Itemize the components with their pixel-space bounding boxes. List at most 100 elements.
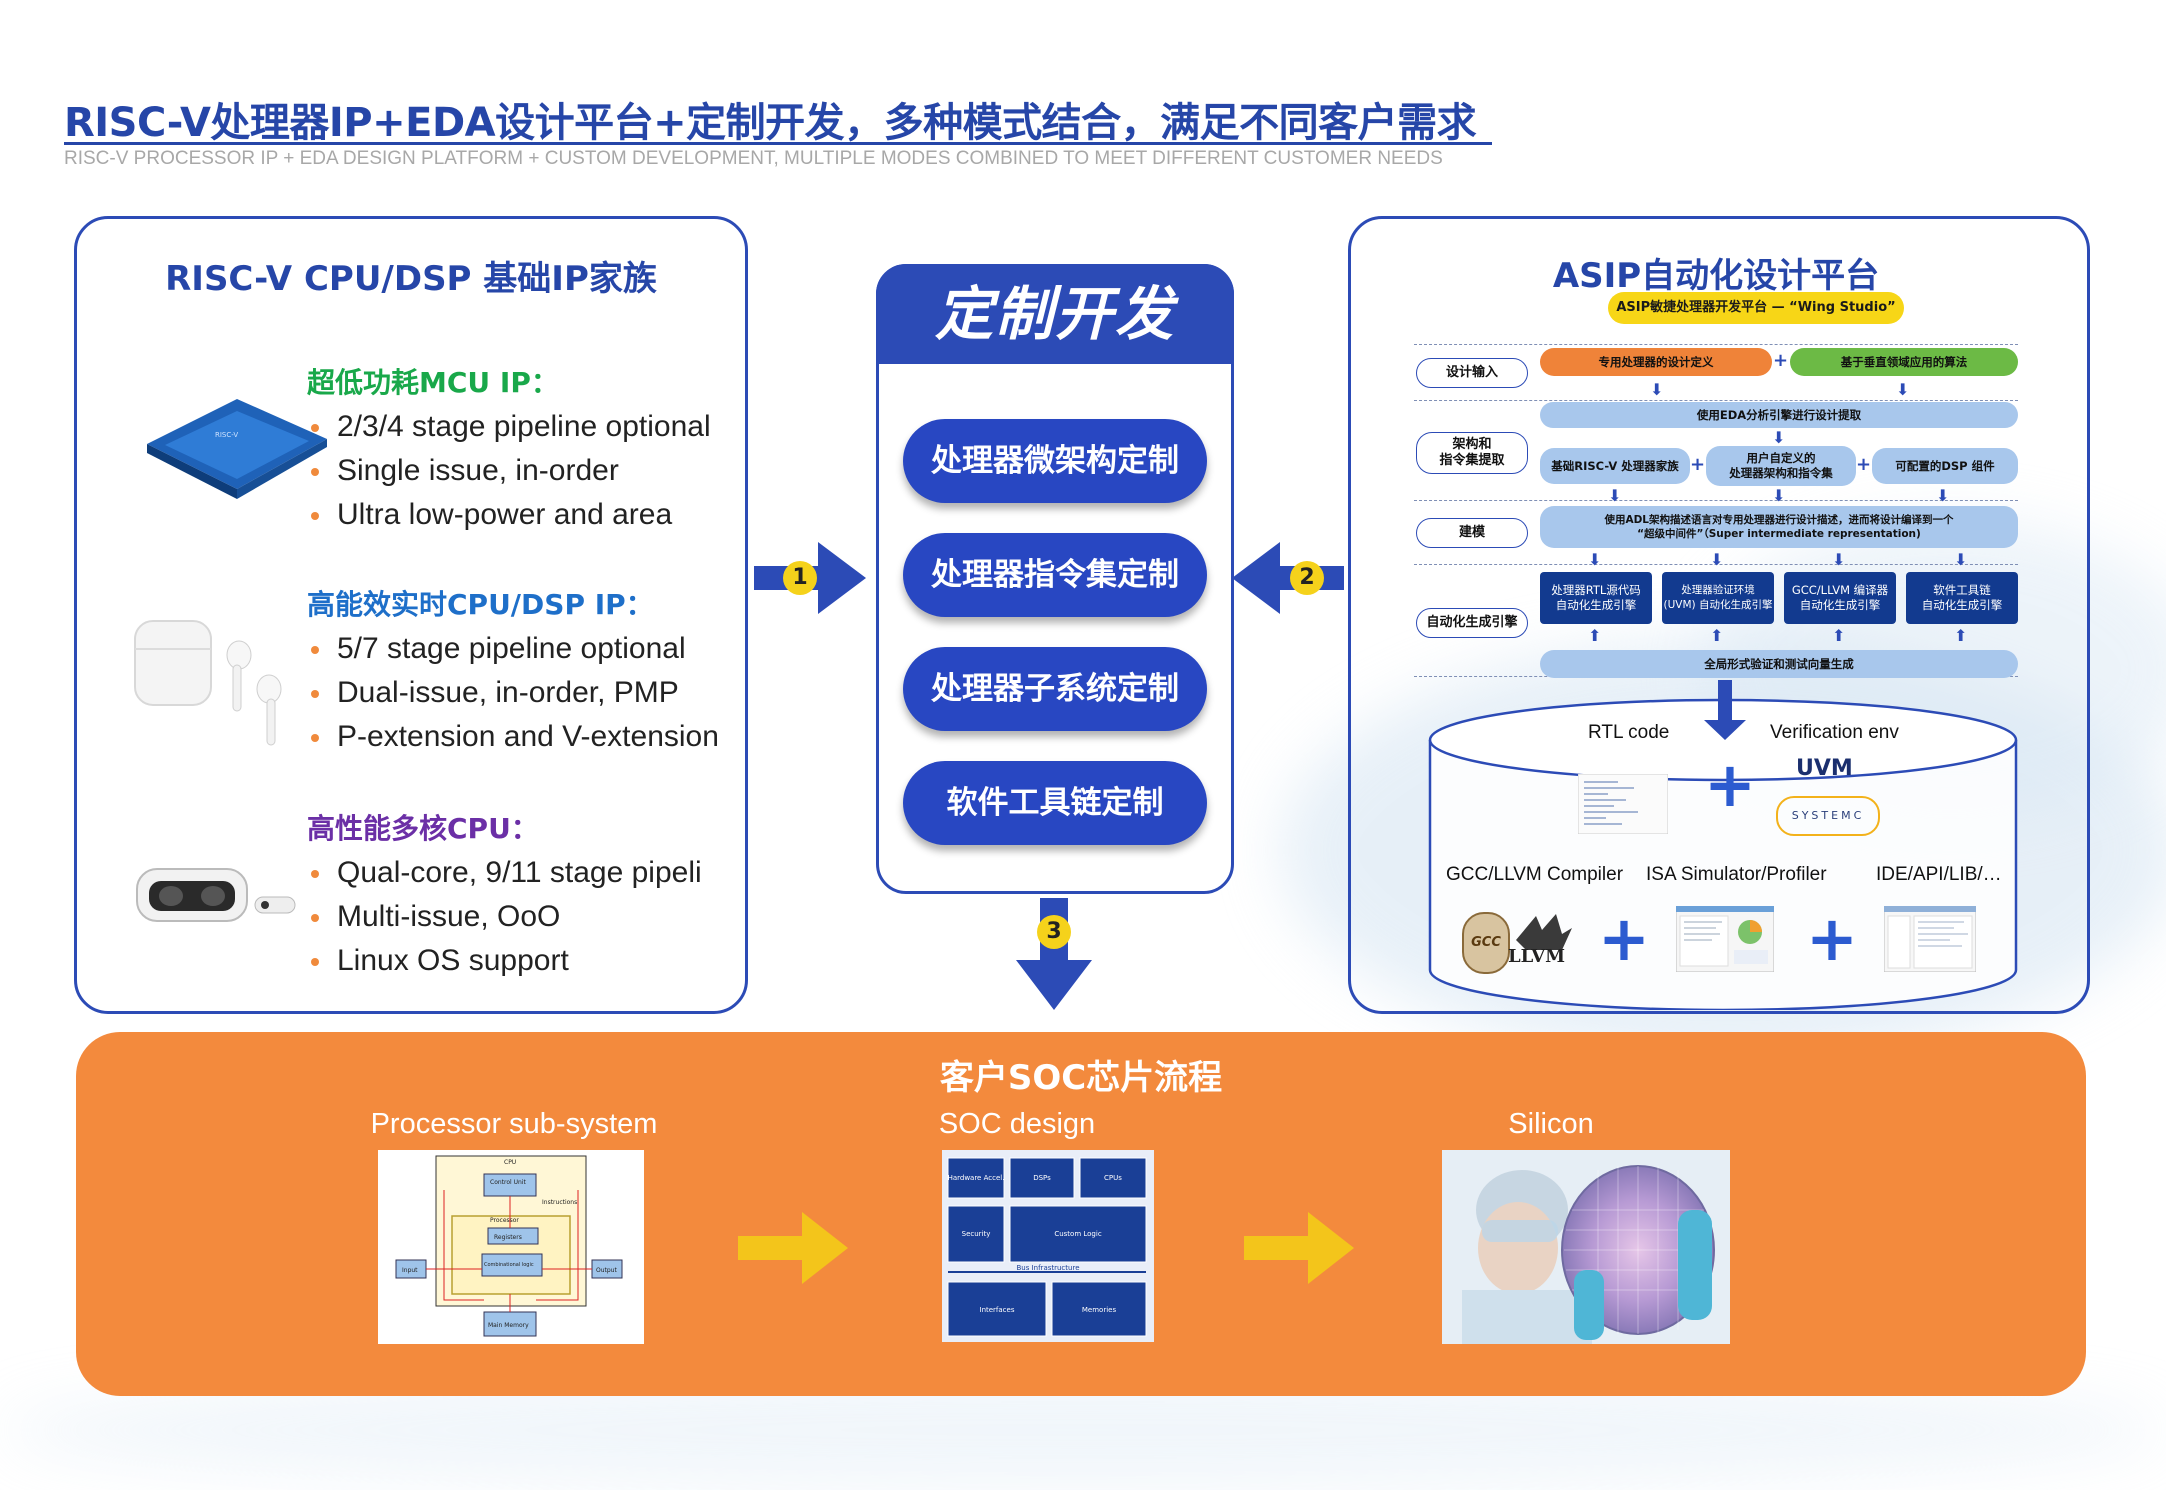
arrow-down-icon: ⬇ bbox=[1896, 380, 1910, 399]
arrow-down-icon: ⬇ bbox=[1608, 486, 1622, 505]
code-screenshot-icon bbox=[1578, 774, 1668, 834]
ide-label: IDE/API/LIB/… bbox=[1876, 864, 2002, 885]
diagram-label-control-unit: Control Unit bbox=[490, 1179, 526, 1186]
toolchain-customization-button[interactable]: 软件工具链定制 bbox=[903, 761, 1207, 845]
list-item: Dual-issue, in-order, PMP bbox=[307, 671, 719, 715]
mcu-ip-features: 2/3/4 stage pipeline optional Single iss… bbox=[307, 405, 711, 537]
page-subtitle: RISC-V PROCESSOR IP + EDA DESIGN PLATFOR… bbox=[64, 148, 1443, 169]
soc-design-art: Hardware Accel. DSPs CPUs Security Custo… bbox=[947, 1157, 1147, 1337]
row-label-design-input: 设计输入 bbox=[1416, 358, 1528, 388]
soc-flow-title: 客户SOC芯片流程 bbox=[939, 1058, 1223, 1098]
user-defined-arch-box: 用户自定义的 处理器架构和指令集 bbox=[1706, 446, 1856, 486]
ip-family-panel: RISC-V CPU/DSP 基础IP家族 RISC-V 超低功耗MCU IP：… bbox=[74, 216, 748, 1014]
arrow-down-icon: ⬇ bbox=[1772, 486, 1786, 505]
soc-block-memories: Memories bbox=[1082, 1306, 1117, 1314]
chip-icon: RISC-V bbox=[147, 399, 327, 499]
domain-algorithm-box: 基于垂直领域应用的算法 bbox=[1790, 348, 2018, 376]
wafer-art bbox=[1442, 1150, 1730, 1344]
diagram-label-output: Output bbox=[596, 1267, 617, 1274]
design-definition-box: 专用处理器的设计定义 bbox=[1540, 348, 1772, 376]
multicore-cpu-features: Qual-core, 9/11 stage pipeli Multi-issue… bbox=[307, 851, 702, 983]
soc-design-diagram: Hardware Accel. DSPs CPUs Security Custo… bbox=[942, 1150, 1154, 1342]
list-item: 2/3/4 stage pipeline optional bbox=[307, 405, 711, 449]
arrow-right-icon bbox=[738, 1212, 848, 1284]
arrow-up-icon: ⬆ bbox=[1588, 626, 1602, 645]
list-item: Linux OS support bbox=[307, 939, 702, 983]
svg-text:RISC-V: RISC-V bbox=[215, 431, 238, 439]
row-label-arch-extract: 架构和 指令集提取 bbox=[1416, 432, 1528, 474]
soc-block-security: Security bbox=[962, 1230, 991, 1238]
arrow-down-icon: ⬇ bbox=[1954, 550, 1968, 569]
ip-family-title: RISC-V CPU/DSP 基础IP家族 bbox=[165, 259, 657, 299]
soc-flow-section: 客户SOC芯片流程 Processor sub-system SOC desig… bbox=[76, 1032, 2086, 1396]
divider bbox=[1414, 344, 2018, 345]
formal-verification-box: 全局形式验证和测试向量生成 bbox=[1540, 650, 2018, 678]
subsystem-customization-button[interactable]: 处理器子系统定制 bbox=[903, 647, 1207, 731]
diagram-label-logic: Combinational logic bbox=[484, 1262, 534, 1268]
soc-block-cpus: CPUs bbox=[1104, 1174, 1122, 1182]
asip-platform-title: ASIP自动化设计平台 bbox=[1552, 256, 1880, 296]
isa-customization-button[interactable]: 处理器指令集定制 bbox=[903, 533, 1207, 617]
arrow-up-icon: ⬆ bbox=[1710, 626, 1724, 645]
diagram-label-processor: Processor bbox=[490, 1217, 519, 1224]
toolchain-engine-box: 软件工具链 自动化生成引擎 bbox=[1906, 572, 2018, 624]
arrow-down-icon bbox=[1016, 898, 1092, 1010]
microarch-customization-button[interactable]: 处理器微架构定制 bbox=[903, 419, 1207, 503]
page-title: RISC-V处理器IP+EDA设计平台+定制开发，多种模式结合，满足不同客户需求 bbox=[64, 100, 1477, 146]
rtl-engine-box: 处理器RTL源代码 自动化生成引擎 bbox=[1540, 572, 1652, 624]
compiler-label: GCC/LLVM Compiler bbox=[1446, 864, 1624, 885]
systemc-logo: SYSTEMC bbox=[1776, 796, 1880, 836]
list-item: Qual-core, 9/11 stage pipeli bbox=[307, 851, 702, 895]
silicon-wafer-photo bbox=[1442, 1150, 1730, 1344]
plus-icon: + bbox=[1773, 350, 1789, 371]
diagram-label-memory: Main Memory bbox=[488, 1322, 529, 1329]
arrow-right-icon bbox=[1244, 1212, 1354, 1284]
asip-platform-panel bbox=[1348, 216, 2090, 1014]
realtime-ip-heading: 高能效实时CPU/DSP IP： bbox=[307, 588, 654, 621]
plus-icon: + bbox=[1598, 902, 1650, 975]
divider bbox=[1414, 500, 2018, 501]
base-riscv-family-box: 基础RISC-V 处理器家族 bbox=[1540, 448, 1690, 484]
custom-development-title: 定制开发 bbox=[876, 264, 1234, 364]
list-item: Ultra low-power and area bbox=[307, 493, 711, 537]
rtl-code-label: RTL code bbox=[1588, 722, 1670, 743]
arrow-down-icon: ⬇ bbox=[1936, 486, 1950, 505]
wing-studio-tag: ASIP敏捷处理器开发平台 — “Wing Studio” bbox=[1608, 292, 1904, 324]
soc-block-bus: Bus Infrastructure bbox=[1016, 1264, 1079, 1272]
simulator-label: ISA Simulator/Profiler bbox=[1646, 864, 1827, 885]
soc-block-dsps: DSPs bbox=[1033, 1174, 1051, 1182]
plus-icon: + bbox=[1704, 748, 1756, 821]
ide-screenshot-icon bbox=[1884, 906, 1976, 972]
plus-icon: + bbox=[1690, 454, 1706, 475]
arrow-down-icon: ⬇ bbox=[1588, 550, 1602, 569]
soc-block-interfaces: Interfaces bbox=[980, 1306, 1015, 1314]
diagram-label-instructions: Instructions bbox=[542, 1199, 577, 1206]
list-item: Multi-issue, OoO bbox=[307, 895, 702, 939]
list-item: P-extension and V-extension bbox=[307, 715, 719, 759]
diagram-label-cpu: CPU bbox=[504, 1159, 516, 1166]
stage-label-silicon: Silicon bbox=[1508, 1108, 1594, 1140]
subsystem-diagram: CPU Control Unit Instructions Processor … bbox=[378, 1150, 644, 1344]
eda-extract-box: 使用EDA分析引擎进行设计提取 bbox=[1540, 402, 2018, 428]
uvm-engine-box: 处理器验证环境 (UVM) 自动化生成引擎 bbox=[1662, 572, 1774, 624]
row-label-modeling: 建模 bbox=[1416, 518, 1528, 548]
list-item: 5/7 stage pipeline optional bbox=[307, 627, 719, 671]
subsystem-diagram-art: CPU Control Unit Instructions Processor … bbox=[395, 1155, 623, 1337]
divider bbox=[1414, 400, 2018, 401]
realtime-ip-features: 5/7 stage pipeline optional Dual-issue, … bbox=[307, 627, 719, 759]
flow-number-2: 2 bbox=[1290, 561, 1324, 595]
mcu-ip-heading: 超低功耗MCU IP： bbox=[307, 366, 559, 399]
flow-number-3: 3 bbox=[1037, 915, 1071, 949]
arrow-up-icon: ⬆ bbox=[1954, 626, 1968, 645]
plus-icon: + bbox=[1856, 454, 1872, 475]
flow-number-1: 1 bbox=[783, 561, 817, 595]
llvm-dragon-icon bbox=[1516, 914, 1572, 950]
stage-label-subsystem: Processor sub-system bbox=[370, 1108, 658, 1140]
arrow-up-icon: ⬆ bbox=[1832, 626, 1846, 645]
vr-headset-icon bbox=[136, 868, 296, 922]
soc-block-custom-logic: Custom Logic bbox=[1054, 1230, 1101, 1238]
arrow-down-icon: ⬇ bbox=[1772, 428, 1786, 447]
arrow-down-icon: ⬇ bbox=[1710, 550, 1724, 569]
earbuds-icon bbox=[134, 620, 282, 746]
diagram-label-input: Input bbox=[402, 1267, 418, 1274]
